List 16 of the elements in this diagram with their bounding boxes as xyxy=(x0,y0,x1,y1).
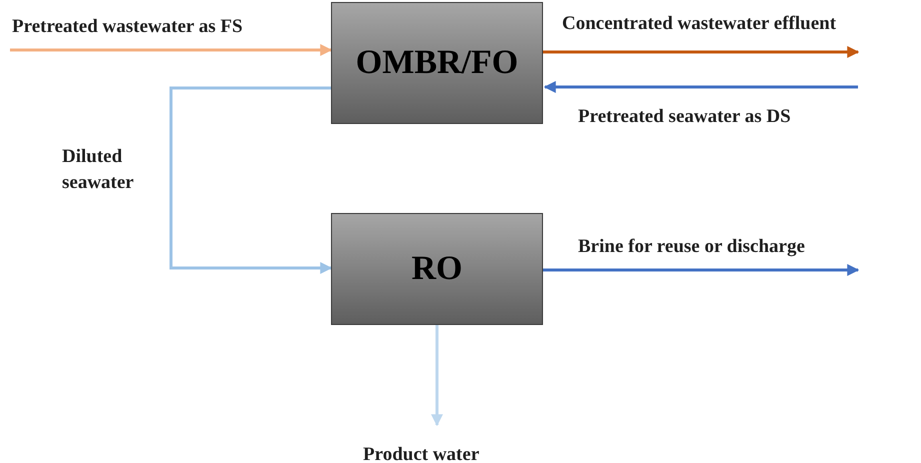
edge-label: Diluted seawater xyxy=(62,145,135,195)
edge-label: Pretreated wastewater as FS xyxy=(12,15,243,39)
edge-label: Brine for reuse or discharge xyxy=(578,235,805,259)
arrow xyxy=(543,46,860,58)
process-box xyxy=(331,2,543,124)
arrow xyxy=(170,86,332,274)
process-box xyxy=(331,213,543,325)
edge-label: Pretreated seawater as DS xyxy=(578,105,791,129)
arrow xyxy=(431,325,443,426)
process-label: OMBR/FO xyxy=(356,44,518,82)
arrow xyxy=(543,264,860,276)
arrow xyxy=(544,81,858,93)
edge-label: Concentrated wastewater effluent xyxy=(562,12,836,36)
arrow xyxy=(10,44,332,56)
edge-label: Product water xyxy=(363,443,480,463)
process-label: RO xyxy=(412,250,462,288)
